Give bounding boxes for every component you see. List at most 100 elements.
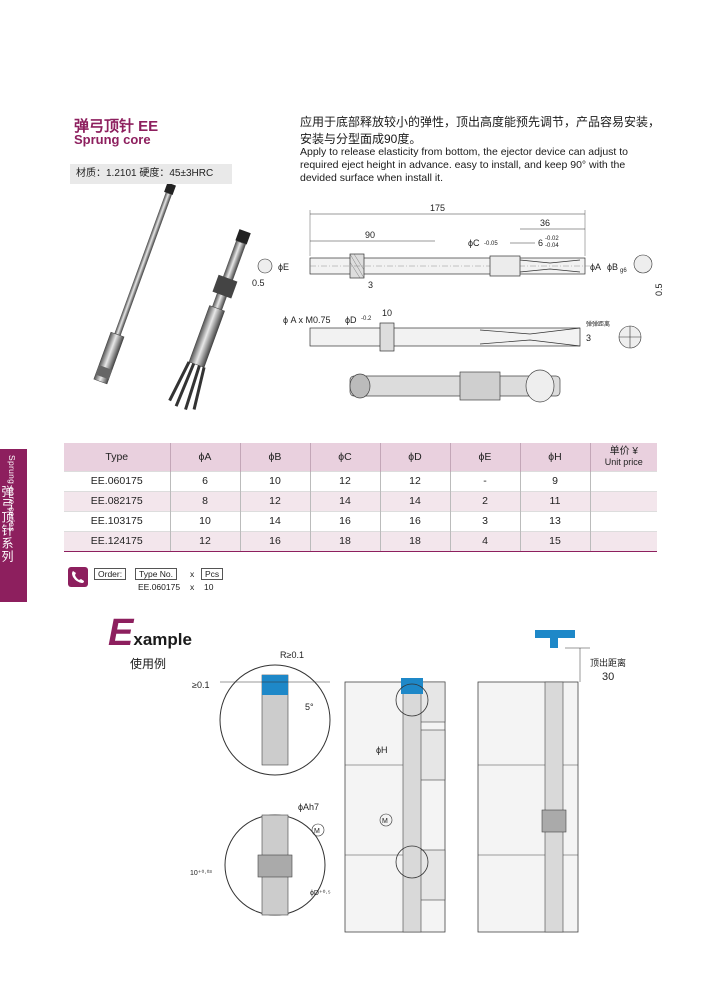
header-price-en: Unit price [604,457,643,468]
side-category-tab: Sprung core series 弹弓顶针系列 [0,449,27,602]
dim-175: 175 [430,203,445,213]
description-cn: 应用于底部释放较小的弹性，顶出高度能预先调节，产品容易安装，安装与分型面成90度… [300,115,661,146]
table-row: EE.060175 6 10 12 12 - 9 [64,470,657,491]
dim-phiA-thread: ϕ A x M0.75 [283,315,331,325]
cell-phiB: 12 [240,490,311,511]
dim-phiA: ϕA [590,262,601,272]
cell-phiC: 12 [310,470,381,491]
spec-table: Type ϕA ϕB ϕC ϕD ϕE ϕH 单价 ¥ Unit price E… [64,443,657,552]
header-phiD: ϕD [380,443,451,471]
ex-tol10: 10⁺⁰·⁰³ [190,869,212,877]
dim-half-left: 0.5 [252,278,265,288]
cell-phiH: 13 [520,510,591,531]
ex-ge-label: ≥0.1 [192,680,209,690]
cell-phiE: - [450,470,521,491]
dim-6-tol-lower: -0.04 [545,243,559,249]
order-multiplier: x [190,569,195,579]
ex-eject-cn: 顶出距离 [590,657,626,668]
header-phiH: ϕH [520,443,591,471]
order-example-code: EE.060175 [138,582,181,592]
dim-6: 6 [538,238,543,248]
cell-type: EE.103175 [64,510,171,531]
cell-phiD: 18 [380,530,451,552]
order-type-no-label: Type No. [135,568,178,580]
cell-phiB: 16 [240,530,311,552]
ex-phiAh7: ϕAh7 [298,802,319,812]
cell-type: EE.082175 [64,490,171,511]
cell-phiD: 16 [380,510,451,531]
dim-hex: 3 [368,280,373,290]
cell-price [590,510,657,531]
dim-3: 3 [586,333,591,343]
order-example-qty: 10 [204,582,214,592]
ex-eject-val: 30 [602,671,614,683]
cell-type: EE.124175 [64,530,171,552]
cell-phiH: 9 [520,470,591,491]
order-example-multiplier: x [190,582,195,592]
dim-6-tol-upper: -0.02 [545,236,559,242]
dim-phiE: ϕE [278,262,289,272]
header-price-cn: 单价 ¥ [609,446,638,458]
ex-phiH: ϕH [376,745,388,755]
dim-phiD: ϕD [345,315,357,325]
description-en: Apply to release elasticity from bottom,… [300,146,628,184]
phone-order-icon [68,567,88,587]
cell-price [590,470,657,491]
ex-phiDtol: ϕD⁺⁰·⁵ [310,889,331,897]
header-phiA: ϕA [170,443,241,471]
dim-90: 90 [365,230,375,240]
header-unit-price: 单价 ¥ Unit price [590,443,657,471]
cell-phiE: 2 [450,490,521,511]
dim-g6: g6 [620,268,627,274]
header-phiB: ϕB [240,443,311,471]
ex-m-center: M [382,818,388,825]
cell-phiA: 12 [170,530,241,552]
cell-type: EE.060175 [64,470,171,491]
material-spec: 材质：1.2101 硬度：45±3HRC [70,164,232,184]
table-row: EE.103175 10 14 16 16 3 13 [64,510,657,531]
order-pcs-label: Pcs [201,568,224,580]
dim-phiC: ϕC [468,238,480,248]
cell-phiH: 15 [520,530,591,552]
ex-m-bottom: M [314,828,320,835]
cell-phiA: 8 [170,490,241,511]
example-heading-cn: 使用例 [130,657,167,671]
cell-price [590,530,657,552]
cell-phiC: 16 [310,510,381,531]
spec-table-header: Type ϕA ϕB ϕC ϕD ϕE ϕH 单价 ¥ Unit price [64,443,657,471]
side-tab-cn: 弹弓顶针系列 [0,485,14,563]
order-label: Order: [94,568,127,580]
dim-half-right: 0.5 [654,283,664,296]
dim-phiD-tol: -0.2 [361,316,372,322]
header-phiE: ϕE [450,443,521,471]
cell-phiC: 14 [310,490,381,511]
example-heading: Example [108,614,192,652]
dim-phiC-tol: -0.05 [484,241,498,247]
header-type: Type [64,443,171,471]
dim-10: 10 [382,308,392,318]
table-row: EE.082175 8 12 14 14 2 11 [64,490,657,511]
dim-36: 36 [540,218,550,228]
example-heading-letter: E [108,612,134,654]
cell-phiD: 14 [380,490,451,511]
cell-phiE: 4 [450,530,521,552]
cell-phiB: 14 [240,510,311,531]
example-heading-rest: xample [133,630,192,649]
cell-phiH: 11 [520,490,591,511]
drawing-note: 弹弹距离 [586,320,610,328]
cell-price [590,490,657,511]
cell-phiB: 10 [240,470,311,491]
cell-phiA: 10 [170,510,241,531]
cell-phiE: 3 [450,510,521,531]
product-title-en: Sprung core [74,132,151,147]
header-phiC: ϕC [310,443,381,471]
order-example: Order: Type No. x Pcs EE.060175 x 10 [68,567,328,593]
ex-deg-label: 5° [305,702,314,712]
usage-example-drawing: R≥0.1 ≥0.1 5° ϕAh7 M 10⁺⁰·⁰³ ϕD⁺⁰·⁵ ϕH M… [190,630,626,933]
technical-drawing: 175 90 36 6 -0.02 -0.04 ϕC -0.05 ϕE 0.5 … [252,203,664,403]
cell-phiA: 6 [170,470,241,491]
dim-phiB: ϕB [607,262,618,272]
product-photo [93,182,251,411]
product-title-cn: 弹弓顶针 EE [74,118,159,135]
side-tab-en: Sprung core series [7,455,17,532]
